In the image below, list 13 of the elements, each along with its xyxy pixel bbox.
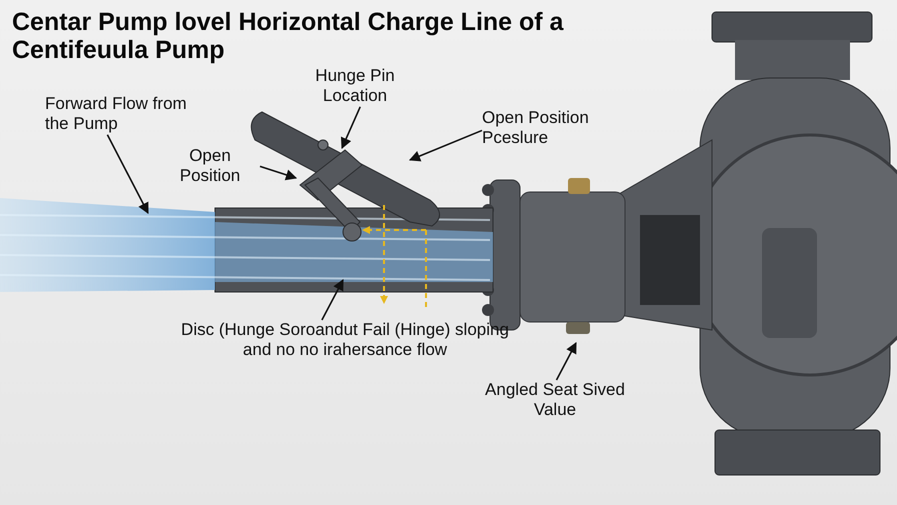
- callout-label: Angled Seat Sived Value: [480, 380, 630, 421]
- diagram-title: Centar Pump lovel Horizontal Charge Line of a Centifeuula Pump: [12, 8, 564, 64]
- leader-line: [260, 166, 298, 180]
- callout-label: Hunge Pin Location: [290, 66, 420, 107]
- leader-line: [556, 342, 577, 380]
- leader-line: [106, 134, 149, 214]
- callout-label: Open Position: [160, 146, 260, 187]
- callout-label: Open Position Pceslure: [482, 108, 632, 149]
- callout-label: Forward Flow from the Pump: [45, 94, 205, 135]
- callout-label: Disc (Hunge Soroandut Fail (Hinge) sloping and no no irahersance flow: [180, 320, 510, 361]
- leader-line: [321, 279, 344, 320]
- leader-line: [340, 106, 361, 150]
- leader-line: [408, 130, 482, 162]
